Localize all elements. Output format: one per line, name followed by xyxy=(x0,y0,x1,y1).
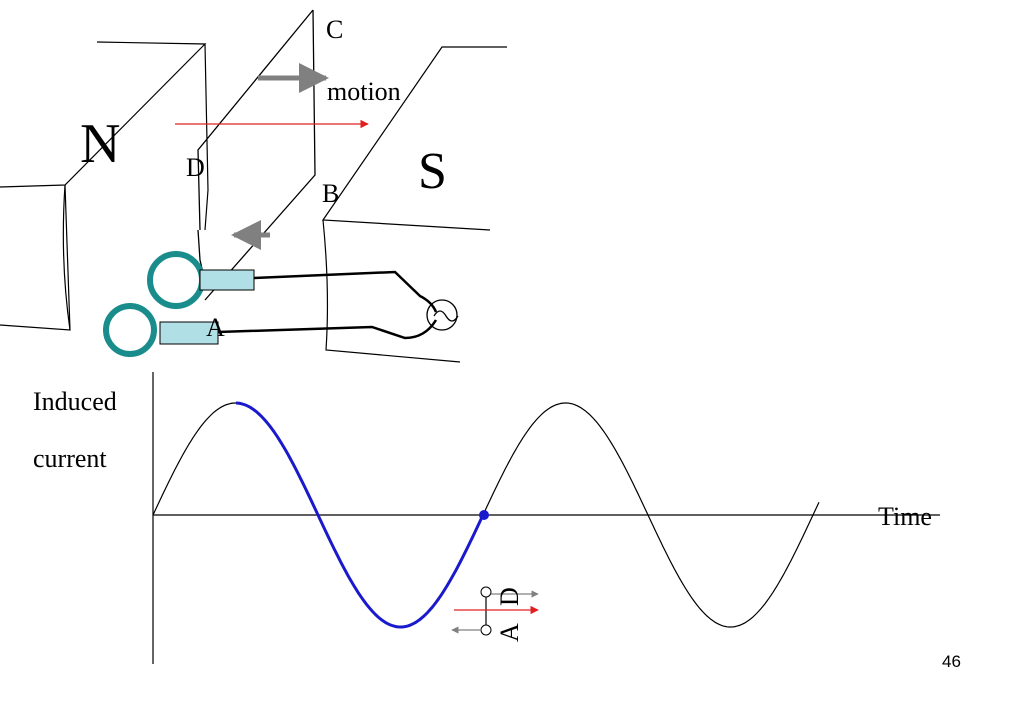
highlighted-curve-segment xyxy=(235,401,486,629)
label-south: S xyxy=(418,143,447,200)
mini-label-d: D xyxy=(495,587,524,606)
south-magnet xyxy=(321,46,507,363)
coil-orientation-indicator: D A xyxy=(451,586,539,642)
armature-coil xyxy=(197,9,316,301)
label-corner-a: A xyxy=(206,313,225,342)
label-corner-d: D xyxy=(186,153,205,182)
slip-ring-top xyxy=(147,251,205,309)
slip-ring-bottom xyxy=(103,303,157,357)
label-corner-c: C xyxy=(326,15,343,44)
meter-icon xyxy=(426,299,458,331)
current-position-dot xyxy=(479,510,489,520)
graph-y-label-line2: current xyxy=(33,444,107,473)
label-north: N xyxy=(80,113,120,175)
graph-x-label: Time xyxy=(878,502,932,531)
mini-label-a: A xyxy=(495,623,524,642)
label-motion: motion xyxy=(327,77,401,106)
graph-y-label-line1: Induced xyxy=(33,387,117,416)
external-circuit xyxy=(217,270,438,340)
brush-bottom xyxy=(159,321,219,345)
page-number: 46 xyxy=(942,652,961,671)
brush-top xyxy=(199,269,255,291)
label-corner-b: B xyxy=(322,179,339,208)
north-magnet xyxy=(0,41,209,331)
